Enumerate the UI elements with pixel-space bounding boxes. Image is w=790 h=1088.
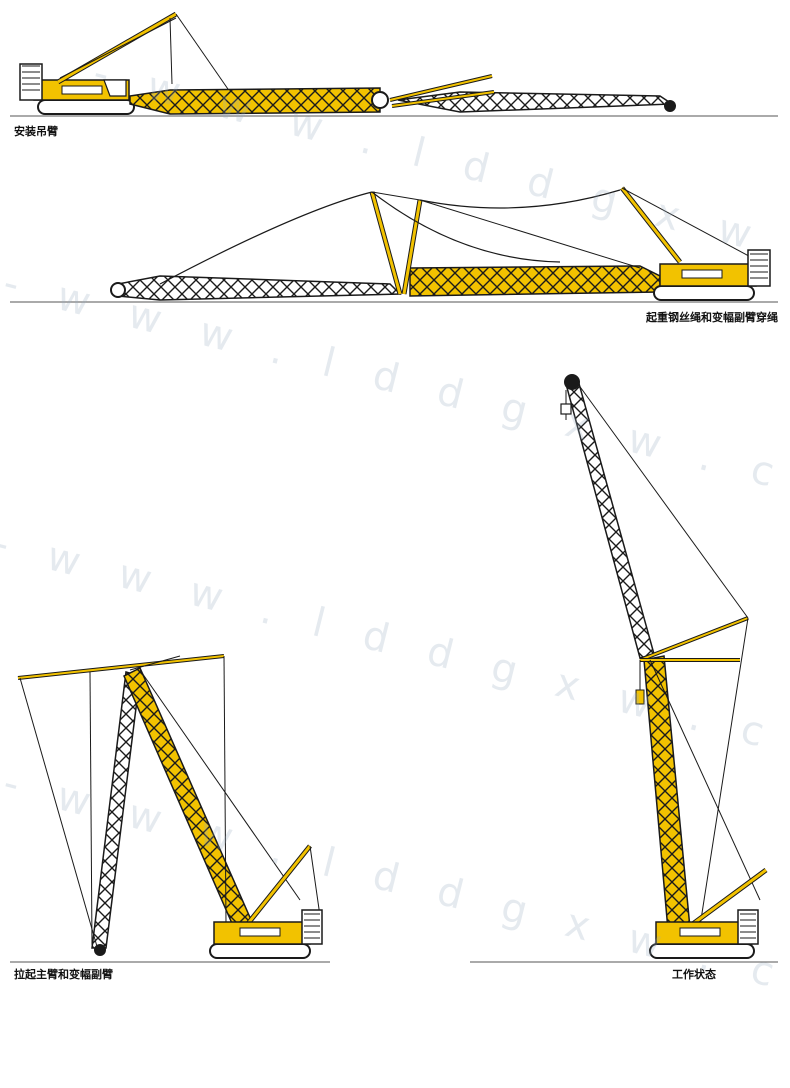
stage2-illustration [10, 186, 778, 303]
main-boom-3 [123, 666, 254, 929]
luffing-jib-3 [91, 671, 141, 949]
caption-raise-boom: 拉起主臂和变幅副臂 [14, 968, 113, 981]
luffing-jib-1 [397, 91, 675, 113]
caption-reeving: 起重钢丝绳和变幅副臂穿绳 [646, 311, 778, 324]
crane-body-3 [209, 909, 323, 959]
stage1-illustration [10, 11, 778, 117]
main-boom-1 [129, 87, 381, 115]
main-boom-2 [409, 265, 661, 297]
crane-body-2 [653, 249, 771, 301]
luffing-jib-2 [117, 275, 402, 301]
caption-working-state: 工作状态 [672, 968, 716, 981]
stage4-illustration [470, 374, 778, 963]
caption-install-boom: 安装吊臂 [14, 125, 58, 138]
crane-body-4 [649, 909, 759, 959]
stage3-illustration [10, 654, 330, 963]
crane-assembly-diagram [10, 11, 778, 963]
luffing-jib-4 [565, 379, 655, 659]
crane-body-1 [19, 63, 135, 115]
